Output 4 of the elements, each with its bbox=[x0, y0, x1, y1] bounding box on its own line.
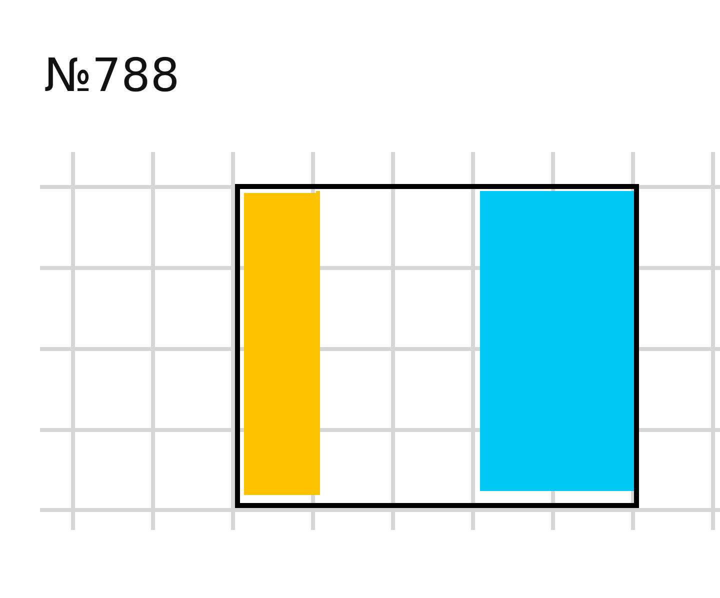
problem-number: №788 bbox=[44, 52, 180, 98]
shaded-strip bbox=[244, 193, 316, 495]
shaded-strip bbox=[480, 191, 634, 491]
rectangle bbox=[235, 184, 639, 508]
